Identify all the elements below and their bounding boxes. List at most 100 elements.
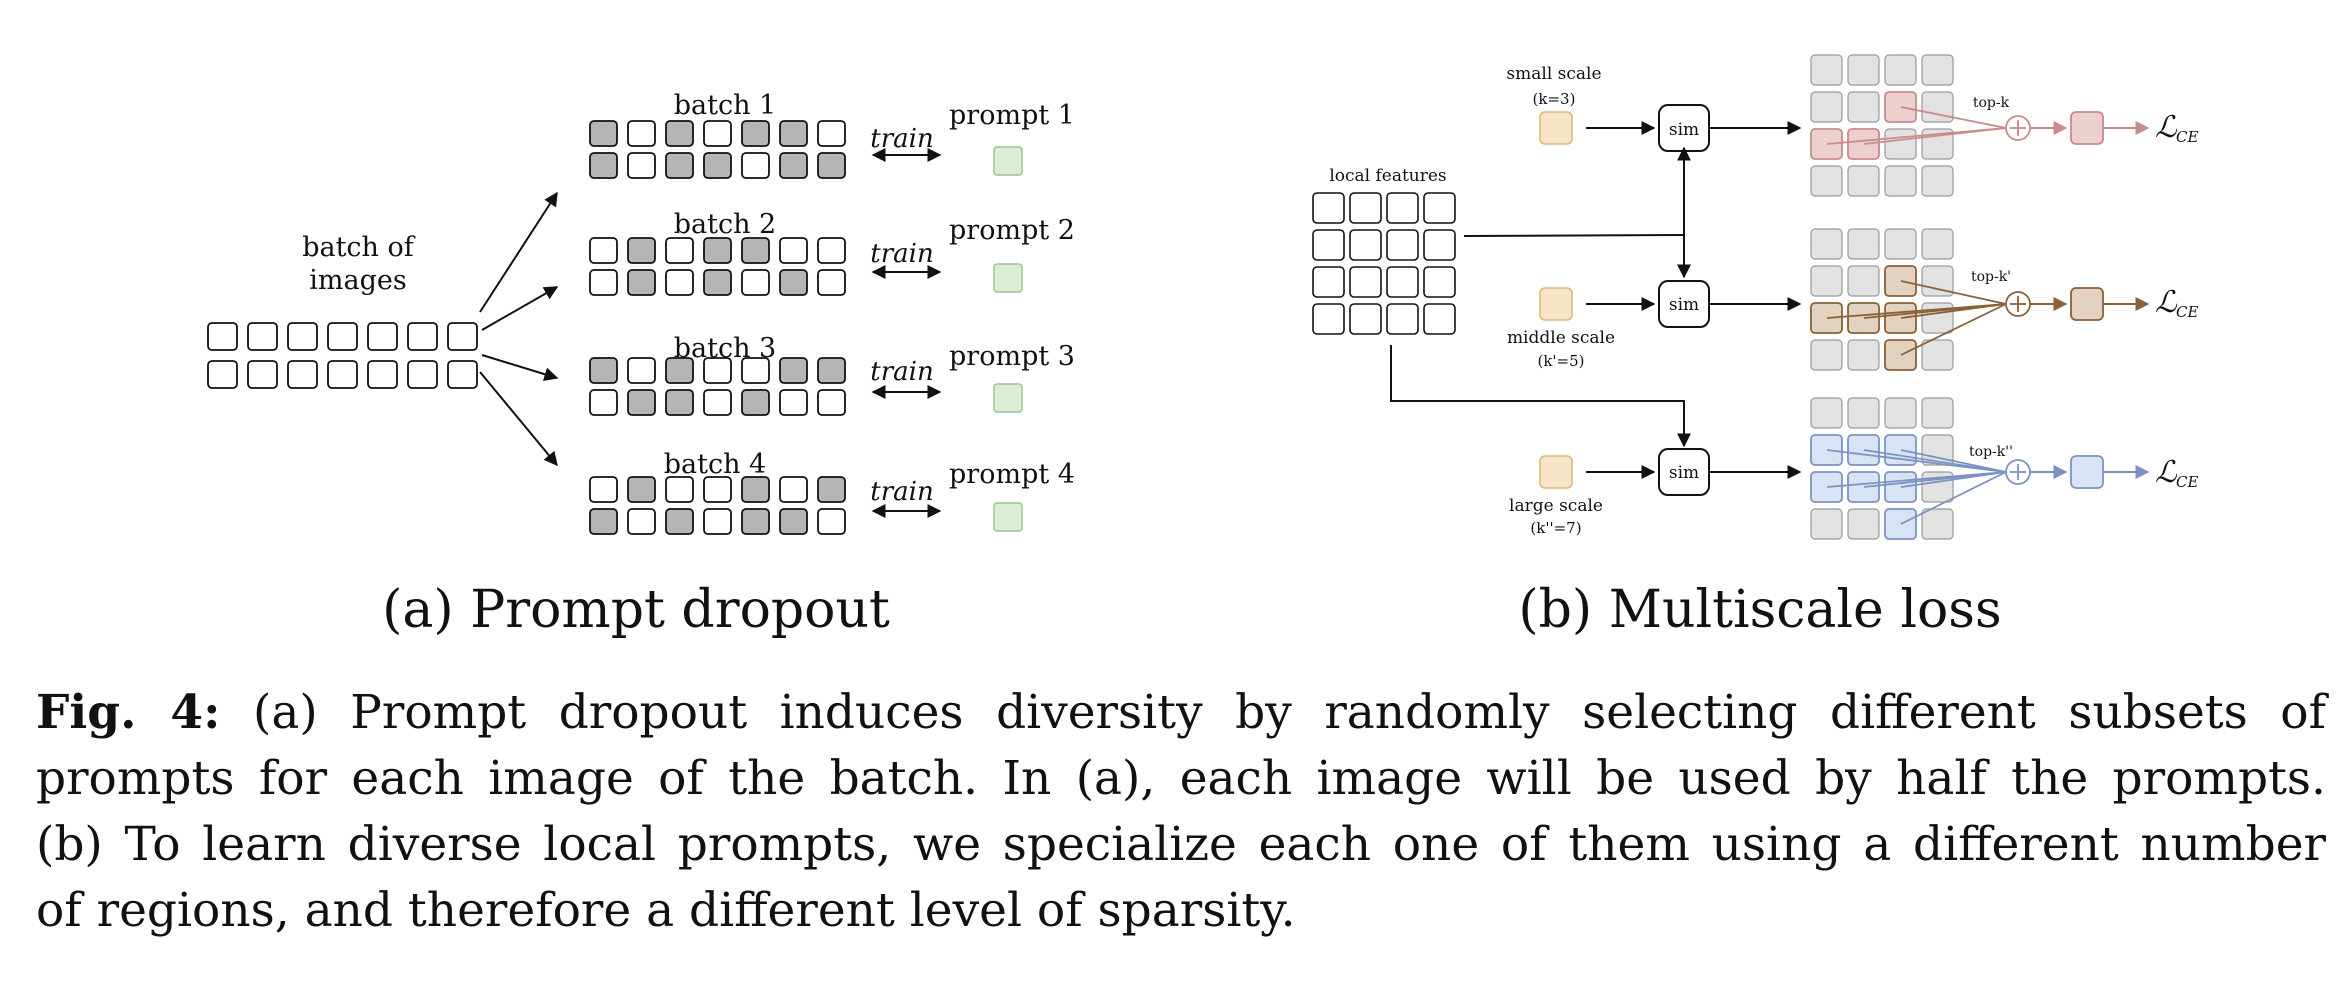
top-region-cell — [1847, 128, 1880, 160]
batch-3-selected-cell — [817, 357, 846, 384]
top-region-cell — [1810, 302, 1843, 334]
batch-4-cell — [665, 476, 694, 503]
source-image-cell — [287, 322, 318, 351]
caption-label: Fig. 4: — [36, 685, 221, 740]
batch-of-images-label: batch of — [302, 232, 416, 263]
caption-line-3: (b) To learn diverse local prompts, we s… — [36, 817, 2326, 872]
batch-3-selected-cell — [627, 389, 656, 416]
top-region-cell — [1810, 471, 1843, 503]
batch-4-label: batch 4 — [664, 449, 767, 480]
batch-1-selected-cell — [665, 120, 694, 147]
similarity-cell — [1921, 91, 1954, 123]
similarity-cell — [1884, 397, 1917, 429]
source-image-cell — [287, 360, 318, 389]
local-feature-cell — [1312, 229, 1345, 261]
prompt-3-box — [993, 383, 1023, 413]
similarity-cell — [1884, 128, 1917, 160]
scale-pipeline-3 — [1539, 397, 2150, 540]
source-image-cell — [327, 360, 358, 389]
sim-label-1: sim — [1669, 120, 1699, 140]
top-region-cell — [1884, 265, 1917, 297]
feature-connectors — [1390, 146, 1691, 448]
similarity-cell — [1810, 91, 1843, 123]
large-scale-row: large scale (k''=7) sim top-k'' ℒ CE — [1509, 444, 2198, 537]
batch-3-cell — [779, 389, 808, 416]
similarity-cell — [1810, 508, 1843, 540]
local-feature-cell — [1423, 303, 1456, 335]
source-image-cell — [407, 322, 438, 351]
batch-2-cell — [589, 237, 618, 264]
local-feature-cell — [1312, 266, 1345, 298]
similarity-cell — [1921, 302, 1954, 334]
batch-1-selected-cell — [817, 152, 846, 179]
aggregation-line — [1900, 303, 2007, 319]
similarity-cell — [1810, 339, 1843, 371]
batch-4-selected-cell — [665, 508, 694, 535]
distribution-arrow — [479, 371, 558, 467]
loss-label-2: ℒ CE — [2155, 285, 2198, 321]
batch-3-cell — [627, 357, 656, 384]
batch-of-images-label-line2: images — [309, 265, 406, 296]
batch-3-cell — [589, 389, 618, 416]
prompt-3-label: prompt 3 — [949, 341, 1075, 372]
batch-1-selected-cell — [703, 152, 732, 179]
topk-label-2: top-k' — [1971, 269, 2011, 285]
train-label-4: train — [870, 477, 933, 507]
middle-scale-label: middle scale — [1507, 328, 1615, 348]
batch-1-group: batch 1 train prompt 1 — [674, 90, 1075, 154]
caption-line-1: Fig. 4: (a) Prompt dropout induces diver… — [36, 680, 2326, 746]
distribution-arrow — [481, 354, 559, 381]
batch-4-selected-cell — [741, 508, 770, 535]
batch-3-cell — [703, 357, 732, 384]
batch-2-group: batch 2 train prompt 2 — [674, 209, 1075, 269]
batch-4-group: batch 4 train prompt 4 — [664, 449, 1075, 507]
similarity-cell — [1884, 54, 1917, 86]
batch-2-cell — [741, 269, 770, 296]
batch-2-selected-cell — [779, 269, 808, 296]
local-feature-cell — [1349, 303, 1382, 335]
scale-prompt-box — [1539, 455, 1573, 489]
small-scale-row: small scale (k=3) sim top-k ℒ CE — [1506, 64, 2198, 146]
batch-3-selected-cell — [779, 357, 808, 384]
similarity-cell — [1921, 165, 1954, 197]
similarity-cell — [1847, 339, 1880, 371]
batch-4-selected-cell — [817, 476, 846, 503]
similarity-cell — [1847, 54, 1880, 86]
batch-4-cell — [703, 476, 732, 503]
local-feature-cell — [1386, 192, 1419, 224]
local-feature-cell — [1349, 192, 1382, 224]
batch-3-cell — [817, 389, 846, 416]
batch-3-cell — [741, 357, 770, 384]
batch-1-cell — [741, 152, 770, 179]
source-image-cell — [447, 322, 478, 351]
figure-diagram: batch of images batch 1 train prompt 1 b… — [207, 54, 2199, 640]
source-image-cell — [447, 360, 478, 389]
batch-1-cell — [703, 120, 732, 147]
aggregation-line — [1826, 449, 2007, 473]
source-image-cell — [207, 322, 238, 351]
caption-line-2: prompts for each image of the batch. In … — [36, 751, 2326, 806]
svg-text:ℒ: ℒ — [2155, 110, 2178, 145]
batch-1-selected-cell — [779, 120, 808, 147]
prompt-1-box — [993, 146, 1023, 176]
batch-2-selected-cell — [627, 237, 656, 264]
loss-label-1: ℒ CE — [2155, 110, 2198, 146]
similarity-cell — [1921, 228, 1954, 260]
similarity-cell — [1810, 54, 1843, 86]
batch-3-label: batch 3 — [674, 333, 777, 364]
batch-2-selected-cell — [703, 269, 732, 296]
middle-scale-param: (k'=5) — [1537, 352, 1584, 370]
batch-2-cell — [817, 269, 846, 296]
subcaption-a: (a) Prompt dropout — [382, 580, 890, 640]
similarity-cell — [1810, 397, 1843, 429]
distribution-arrows — [479, 191, 559, 467]
batch-3-selected-cell — [589, 357, 618, 384]
scale-prompt-box — [1539, 287, 1573, 321]
aggregation-line — [1863, 449, 2007, 473]
top-region-cell — [1810, 434, 1843, 466]
middle-scale-row: middle scale (k'=5) sim top-k' ℒ CE — [1507, 269, 2199, 370]
similarity-cell — [1921, 508, 1954, 540]
sim-label-3: sim — [1669, 463, 1699, 483]
source-image-cell — [327, 322, 358, 351]
distribution-arrow — [479, 191, 558, 313]
